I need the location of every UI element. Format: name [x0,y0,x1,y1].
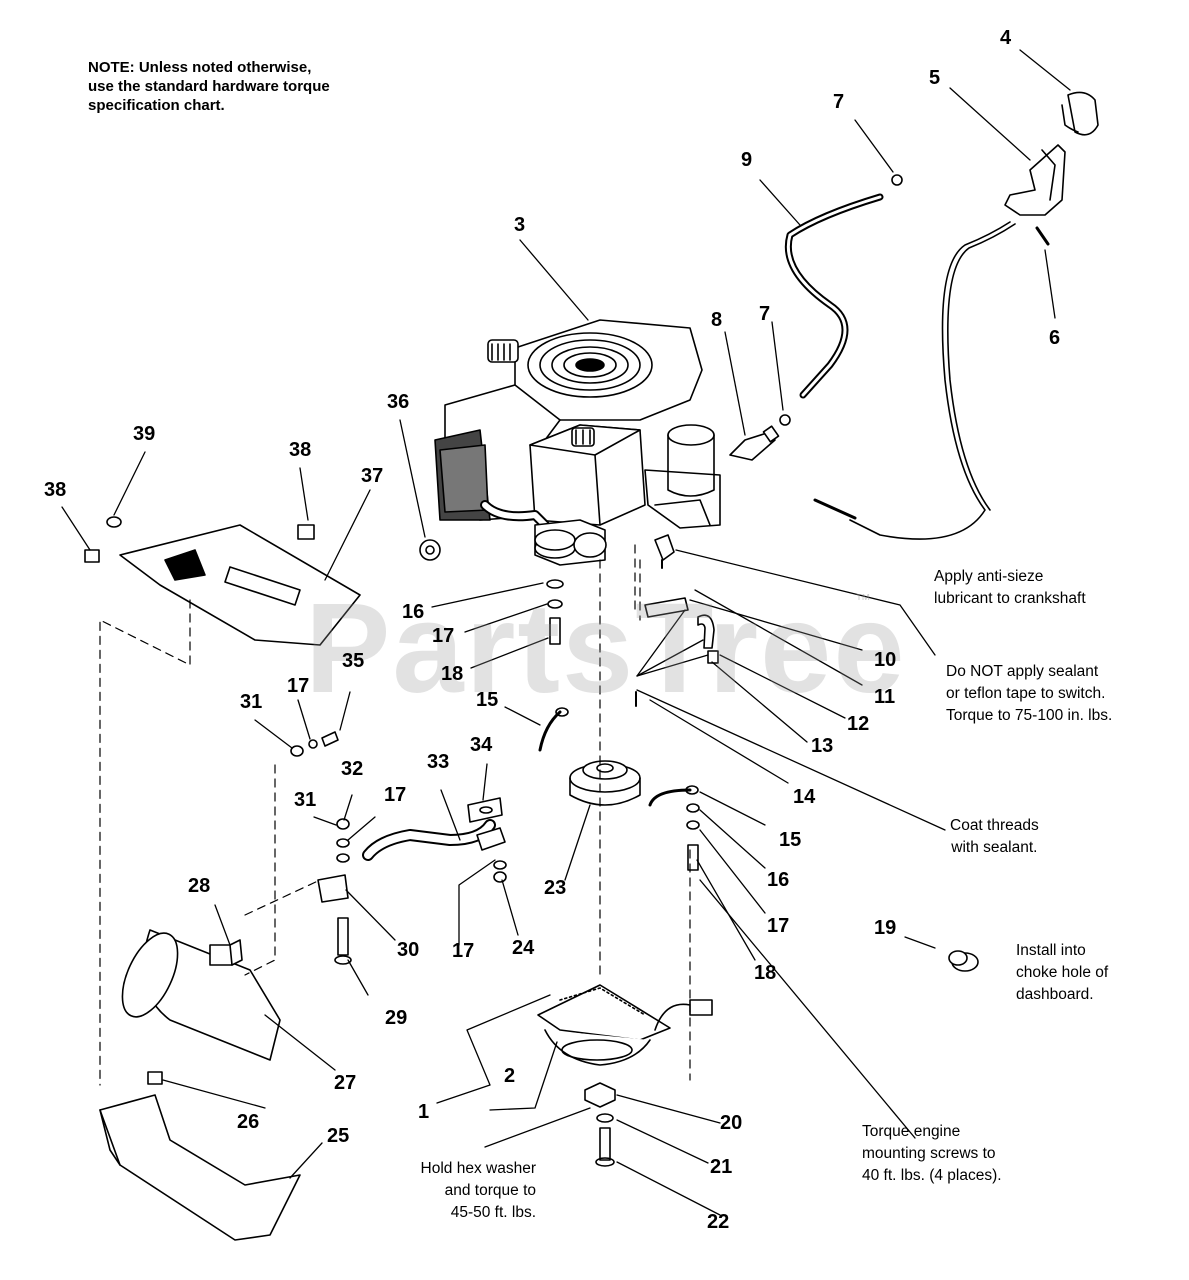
part-label-14: 14 [793,786,816,808]
part-label-32: 32 [341,758,364,780]
part-label-16-left: 16 [402,601,425,623]
part-label-7-hose-clamp-fitting: 7 [759,303,771,325]
engine [434,319,721,566]
choke-note: Install into choke hole of dashboard. [1016,940,1108,1006]
switch-note-line-3: Torque to 75-100 in. lbs. [946,707,1113,724]
pulley [569,760,641,806]
torque-note: NOTE: Unless noted otherwise, use the st… [88,58,330,115]
coat-threads-line-2: with sealant. [951,839,1038,856]
part-label-31-lower: 31 [294,789,317,811]
part-label-16-right: 16 [767,869,790,891]
switch-fittings [635,534,719,707]
part-label-9: 9 [741,149,753,171]
anti-sieze-note: Apply anti-sieze lubricant to crankshaft [934,566,1086,610]
part-label-39: 39 [133,423,156,445]
part-label-28: 28 [188,875,211,897]
switch-note: Do NOT apply sealant or teflon tape to s… [946,661,1112,727]
part-label-7-hose-clamp-top: 7 [833,91,845,113]
torque-note-line-3: specification chart. [88,97,225,114]
part-label-31-upper: 31 [240,691,263,713]
anti-sieze-line-2: lubricant to crankshaft [934,590,1086,607]
part-label-17-right: 17 [767,915,790,937]
hex-washer-note: Hold hex washer and torque to 45-50 ft. … [380,1158,536,1224]
engine-screws-line-3: 40 ft. lbs. (4 places). [862,1167,1002,1184]
engine-screws-line-2: mounting screws to [862,1145,996,1162]
part-label-6: 6 [1049,327,1061,349]
part-label-1: 1 [418,1101,430,1123]
part-label-3: 3 [514,214,526,236]
part-label-13: 13 [811,735,834,757]
part-label-22: 22 [707,1211,730,1233]
part-label-4: 4 [1000,27,1012,49]
switch-note-line-2: or teflon tape to switch. [946,685,1106,702]
part-label-20: 20 [720,1112,743,1134]
part-label-15-right: 15 [779,829,802,851]
part-label-12: 12 [847,713,870,735]
part-label-34: 34 [470,734,493,756]
part-label-25: 25 [327,1125,350,1147]
part-label-10: 10 [874,649,897,671]
anti-sieze-line-1: Apply anti-sieze [934,568,1044,585]
choke-note-line-3: dashboard. [1016,986,1094,1003]
part-label-17-engine: 17 [432,625,455,647]
hex-washer-line-1: Hold hex washer [420,1160,536,1177]
part-label-30: 30 [397,939,420,961]
part-label-17-muffler-clamp: 17 [384,784,407,806]
part-label-19: 19 [874,917,897,939]
part-label-5: 5 [929,67,941,89]
part-label-37: 37 [361,465,384,487]
part-label-24: 24 [512,937,535,959]
part-label-23: 23 [544,877,567,899]
choke-note-line-2: choke hole of [1016,964,1109,981]
part-label-15-left: 15 [476,689,499,711]
switch-note-line-1: Do NOT apply sealant [946,663,1099,680]
choke-note-line-1: Install into [1016,942,1086,959]
engine-screws-line-1: Torque engine [862,1123,961,1140]
part-label-27: 27 [334,1072,357,1094]
pto-clutch [537,984,713,1167]
part-label-36: 36 [387,391,410,413]
part-label-38-left: 38 [44,479,67,501]
part-label-11: 11 [874,686,896,708]
part-label-18-right: 18 [754,962,777,984]
part-label-18-engine: 18 [441,663,464,685]
part-label-26: 26 [237,1111,260,1133]
part-label-29: 29 [385,1007,408,1029]
part-label-33: 33 [427,751,450,773]
watermark-trademark: ™ [855,592,871,609]
torque-note-line-2: use the standard hardware torque [88,78,330,95]
fuel-hose [729,174,903,461]
engine-screws-note: Torque engine mounting screws to 40 ft. … [862,1121,1002,1187]
muffler [121,797,506,1061]
watermark: PartsTree [305,577,907,720]
hex-washer-line-3: 45-50 ft. lbs. [450,1204,536,1221]
part-label-35: 35 [342,650,365,672]
part-label-21: 21 [710,1156,733,1178]
part-label-17-bracket: 17 [287,675,310,697]
hex-washer-line-2: and torque to [444,1182,536,1199]
throttle-control [813,91,1099,540]
heat-shield [99,1071,301,1241]
part-label-38-right: 38 [289,439,312,461]
coat-threads-line-1: Coat threads [950,817,1039,834]
torque-note-line-1: NOTE: Unless noted otherwise, [88,59,312,76]
engine-shield [84,516,361,646]
part-label-8: 8 [711,309,723,331]
part-label-2: 2 [504,1065,516,1087]
coat-threads-note: Coat threads with sealant. [950,815,1039,859]
part-label-17-exhaust: 17 [452,940,475,962]
